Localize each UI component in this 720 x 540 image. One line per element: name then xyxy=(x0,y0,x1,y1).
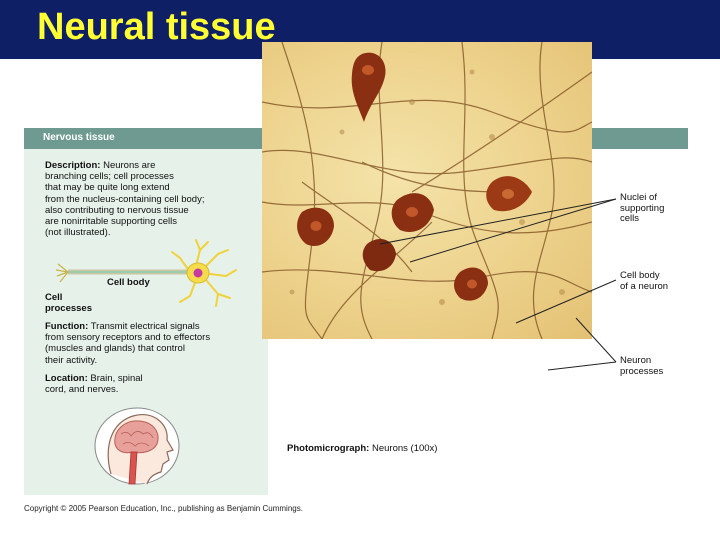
cell-processes-label-line-1: Cell xyxy=(45,292,63,303)
description-line-0: Neurons are xyxy=(103,160,156,171)
callout-2-line-1: processes xyxy=(620,365,664,377)
function-label: Function: xyxy=(45,321,89,332)
function-line-1: from sensory receptors and to effectors xyxy=(45,332,211,344)
description-line-2: that may be quite long extend xyxy=(45,182,170,194)
description-line-5: are nonirritable supporting cells xyxy=(45,216,178,228)
description-line-4: also contributing to nervous tissue xyxy=(45,204,189,216)
callout-cell-body-neuron: Cell body of a neuron xyxy=(620,270,669,292)
function-line-0: Transmit electrical signals xyxy=(90,321,200,332)
photomicrograph-image xyxy=(262,42,592,339)
neuron-processes-fibers xyxy=(262,42,592,339)
spinal-cord-icon xyxy=(128,451,138,485)
head-brain-illustration xyxy=(94,407,180,485)
cell-body-label: Cell body xyxy=(107,277,150,288)
callout-0-line-1: supporting xyxy=(620,202,665,214)
caption-label: Photomicrograph: xyxy=(287,443,370,454)
description-label: Description: xyxy=(45,160,101,171)
caption-text: Neurons (100x) xyxy=(371,443,438,454)
description-line-1: branching cells; cell processes xyxy=(45,171,174,183)
location-block: Location: Brain, spinal cord, and nerves… xyxy=(45,373,143,395)
axon-terminal-icon xyxy=(55,263,69,283)
callout-neuron-processes: Neuron processes xyxy=(620,355,664,377)
figure-header-title: Nervous tissue xyxy=(43,132,115,143)
description-line-6: (not illustrated). xyxy=(45,227,111,239)
callout-0-line-0: Nuclei of xyxy=(620,192,657,203)
location-label: Location: xyxy=(45,373,88,384)
cell-processes-label: Cell processes xyxy=(45,292,92,314)
location-line-0: Brain, spinal xyxy=(90,373,143,384)
function-line-3: their activity. xyxy=(45,354,98,366)
neuron-diagram xyxy=(55,239,237,307)
description-block: Description: Neurons are branching cells… xyxy=(45,160,204,238)
callout-nuclei-supporting-cells: Nuclei of supporting cells xyxy=(620,192,665,225)
copyright-notice: Copyright © 2005 Pearson Education, Inc.… xyxy=(24,504,303,513)
neuron-photomicrograph xyxy=(262,42,592,339)
photomicrograph-caption: Photomicrograph: Neurons (100x) xyxy=(287,443,437,454)
slide-title: Neural tissue xyxy=(37,6,276,48)
callout-2-line-0: Neuron xyxy=(620,355,652,366)
cell-processes-label-line-2: processes xyxy=(45,303,93,315)
callout-1-line-1: of a neuron xyxy=(620,280,669,292)
callout-1-line-0: Cell body xyxy=(620,270,660,281)
description-line-3: from the nucleus-containing cell body; xyxy=(45,193,205,205)
nucleus-icon xyxy=(193,268,203,278)
function-block: Function: Transmit electrical signals fr… xyxy=(45,321,210,366)
neuron-cell-bodies xyxy=(297,52,532,301)
location-line-1: cord, and nerves. xyxy=(45,384,119,396)
function-line-2: (muscles and glands) that control xyxy=(45,343,185,355)
dendrites-icon xyxy=(171,239,237,307)
callout-0-line-2: cells xyxy=(620,213,640,224)
